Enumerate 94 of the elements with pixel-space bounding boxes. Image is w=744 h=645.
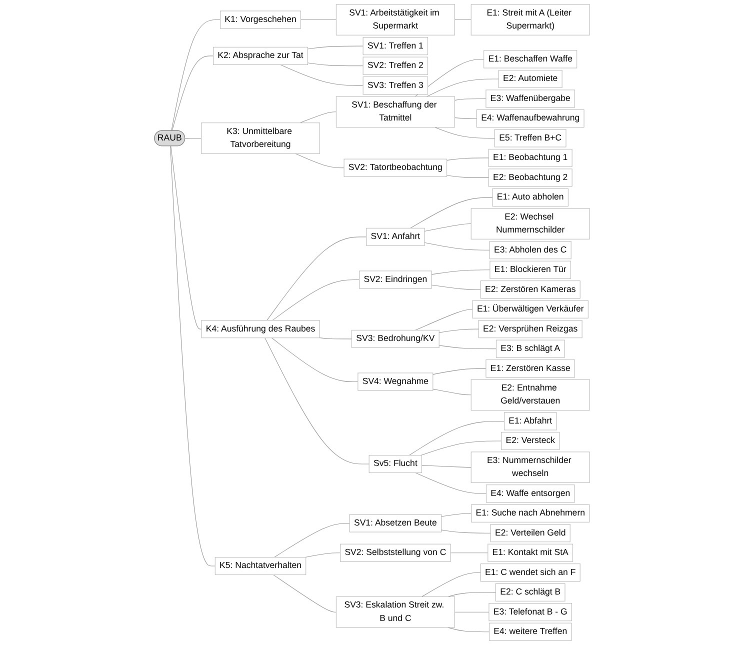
node-box: K5: Nachtatverhalten	[214, 556, 306, 576]
node-box: E3: Telefonat B - G	[488, 603, 572, 622]
node-box: SV1: Treffen 1	[362, 37, 428, 56]
connector	[448, 592, 496, 597]
node-box: E1: Blockieren Tür	[490, 260, 572, 279]
connector	[307, 46, 364, 50]
connector	[431, 270, 490, 275]
connector	[420, 440, 502, 456]
node-box: E2: Entnahme Geld/verstauen	[470, 379, 590, 411]
node-box: E2: Versteck	[501, 432, 560, 450]
connector	[280, 64, 364, 86]
connector	[170, 146, 202, 330]
connector	[454, 117, 477, 119]
node-box: E1: C wendet sich an F	[480, 564, 580, 582]
connector	[421, 572, 481, 597]
connector	[426, 78, 499, 97]
connector	[266, 236, 367, 321]
connector	[454, 19, 472, 20]
node-box: E1: Beobachtung 1	[488, 148, 572, 168]
connector	[424, 242, 490, 250]
connector	[307, 62, 364, 66]
connector	[446, 175, 489, 178]
connector	[432, 388, 472, 396]
connector	[171, 19, 221, 132]
connector	[448, 627, 490, 632]
connector	[410, 197, 493, 228]
connector	[271, 338, 358, 382]
node-box: K4: Ausführung des Raubes	[201, 320, 320, 338]
node-box: E2: Zerstören Kameras	[480, 280, 580, 299]
node-box: E1: Auto abholen	[492, 188, 568, 206]
node-box: E2: Automiete	[498, 70, 562, 88]
node-box: SV2: Eindringen	[359, 270, 432, 289]
node-box: SV1: Absetzen Beute	[349, 514, 442, 532]
connector	[409, 420, 505, 456]
node-box: K3: Unmittelbare Tatvorbereitung	[201, 122, 320, 154]
node-box: E1: Zerstören Kasse	[486, 360, 575, 378]
connector	[450, 552, 488, 554]
node-box: E4: Waffenaufbewahrung	[476, 109, 584, 128]
node-box: E1: Suche nach Abnehmern	[471, 504, 590, 522]
node-box: SV3: Bedrohung/KV	[352, 330, 440, 348]
node-box: K1: Vorgeschehen	[220, 10, 302, 29]
connector	[438, 345, 496, 350]
node-box: E2: Verteilen Geld	[490, 524, 570, 542]
connector	[184, 138, 202, 139]
node-box: E5: Treffen B+C	[494, 129, 566, 148]
connector	[441, 513, 472, 517]
connector	[305, 552, 341, 558]
node-box: SV1: Anfahrt	[366, 228, 425, 246]
node-box: E3: Abholen des C	[489, 241, 572, 260]
node-box: E1: Überwältigen Verkäufer	[472, 300, 588, 318]
node-box: E1: Streit mit A (Leiter Supermarkt)	[470, 4, 590, 36]
node-box: SV4: Wegnahme	[358, 372, 434, 391]
connector	[415, 472, 486, 494]
connector	[319, 337, 352, 340]
connector	[432, 368, 486, 375]
node-box: SV2: Tatortbeobachtung	[344, 158, 448, 177]
node-box: E3: B schlägt A	[496, 340, 565, 358]
connector	[272, 279, 360, 321]
connector	[415, 309, 473, 330]
node-box: Sv5: Flucht	[368, 454, 422, 474]
node-box: E3: Waffenübergabe	[486, 90, 576, 108]
node-box: E1: Kontakt mit StA	[488, 544, 574, 562]
connector	[264, 338, 370, 464]
node-box: E2: Wechsel Nummernschilder	[470, 208, 590, 240]
node-box: E4: weitere Treffen	[488, 622, 572, 641]
node-box: E3: Nummernschilder wechseln	[470, 452, 590, 483]
connector	[172, 56, 214, 132]
node-box: SV3: Treffen 3	[362, 76, 428, 95]
connector	[300, 112, 336, 124]
node-box: SV3: Eskalation Streit zw. B und C	[336, 596, 455, 628]
connector	[431, 284, 481, 290]
connector	[295, 153, 344, 168]
connector	[434, 126, 495, 138]
connector	[446, 158, 489, 161]
connector	[273, 574, 336, 612]
connector	[300, 19, 336, 20]
connector	[422, 465, 472, 468]
node-box: E4: Waffe entsorgen	[486, 484, 575, 503]
node-box: SV2: Selbststellung von C	[340, 544, 451, 562]
connector	[424, 224, 472, 232]
connector	[274, 522, 350, 558]
node-box: E2: Beobachtung 2	[488, 168, 572, 187]
connector	[454, 98, 486, 101]
node-box: E1: Abfahrt	[504, 412, 557, 430]
node-box: K2: Absprache zur Tat	[213, 46, 308, 65]
connector	[438, 328, 479, 333]
connector	[170, 146, 216, 566]
connector	[441, 530, 491, 534]
node-box: E1: Beschaffen Waffe	[484, 50, 578, 68]
node-box: E2: Versprühen Reizgas	[478, 320, 582, 338]
node-box: E2: C schlägt B	[495, 583, 566, 602]
node-box: SV1: Beschaffung der Tatmittel	[336, 96, 455, 128]
node-box: SV2: Treffen 2	[362, 56, 428, 75]
node-box: SV1: Arbeitstätigkeit im Supermarkt	[336, 4, 455, 36]
